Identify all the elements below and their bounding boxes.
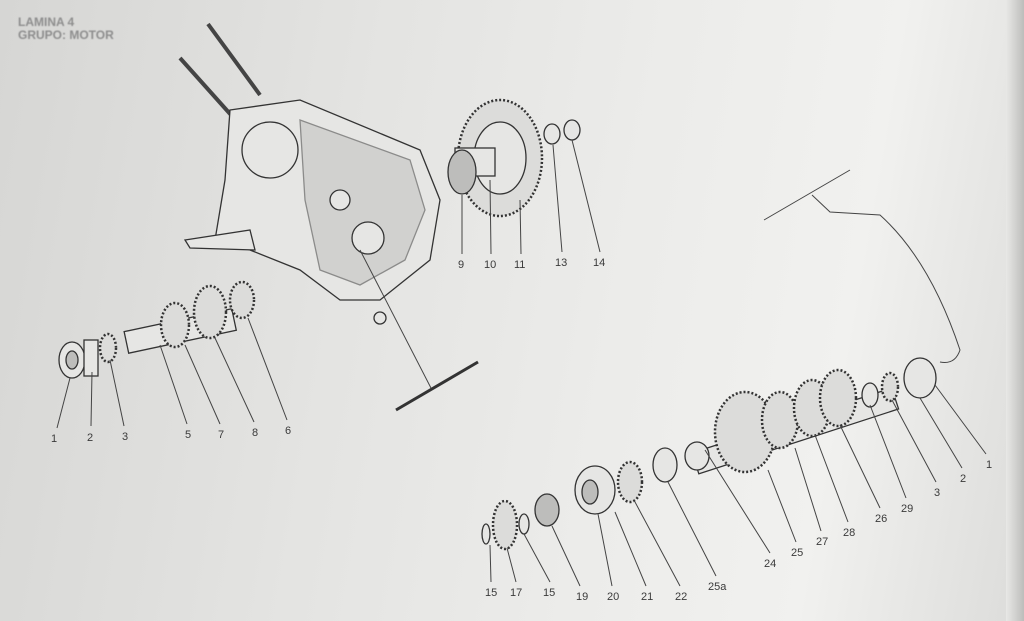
callout-label: 3 [122, 431, 128, 443]
sheet-number: LAMINA 4 [18, 15, 75, 29]
callout-label: 1 [986, 459, 992, 471]
callout-label: 25 [791, 547, 803, 559]
left-gear-shaft [58, 280, 256, 379]
sheet-title: LAMINA 4 GRUPO: MOTOR [18, 16, 114, 42]
top-gear-group [447, 98, 581, 218]
callout-label: 24 [764, 558, 776, 570]
group-name: GRUPO: MOTOR [18, 28, 114, 42]
callout-label: 21 [641, 591, 653, 603]
callout-label: 11 [514, 259, 525, 271]
callout-label: 22 [675, 591, 687, 603]
callout-label: 14 [593, 257, 605, 269]
callout-label: 20 [607, 591, 619, 603]
callout-label: 1 [51, 433, 57, 445]
callout-label: 29 [901, 503, 913, 515]
callout-label: 9 [458, 259, 464, 271]
callout-label: 2 [87, 432, 93, 444]
callouts-left: 1 2 3 5 7 8 6 [51, 425, 291, 445]
engine-crankcase [178, 22, 479, 412]
callout-label: 19 [576, 591, 588, 603]
callout-label: 8 [252, 427, 258, 439]
callout-label: 15 [543, 587, 555, 599]
callout-label: 2 [960, 473, 966, 485]
callout-label: 10 [484, 259, 496, 271]
callout-label: 26 [875, 513, 887, 525]
callout-label: 3 [934, 487, 940, 499]
callouts-top: 9 10 11 13 14 [458, 257, 605, 271]
page-edge [1006, 0, 1024, 621]
callouts-right: 1 2 3 29 26 28 27 25 24 25a 22 21 20 19 … [485, 459, 992, 603]
leader-lines [56, 139, 987, 587]
callout-label: 5 [185, 429, 191, 441]
callout-label: 25a [708, 581, 727, 593]
callout-label: 7 [218, 429, 224, 441]
callout-label: 27 [816, 536, 828, 548]
callout-label: 6 [285, 425, 291, 437]
callout-label: 13 [555, 257, 567, 269]
callout-label: 28 [843, 527, 855, 539]
right-gear-shaft [481, 169, 961, 551]
callout-label: 15 [485, 587, 497, 599]
callout-label: 17 [510, 587, 522, 599]
